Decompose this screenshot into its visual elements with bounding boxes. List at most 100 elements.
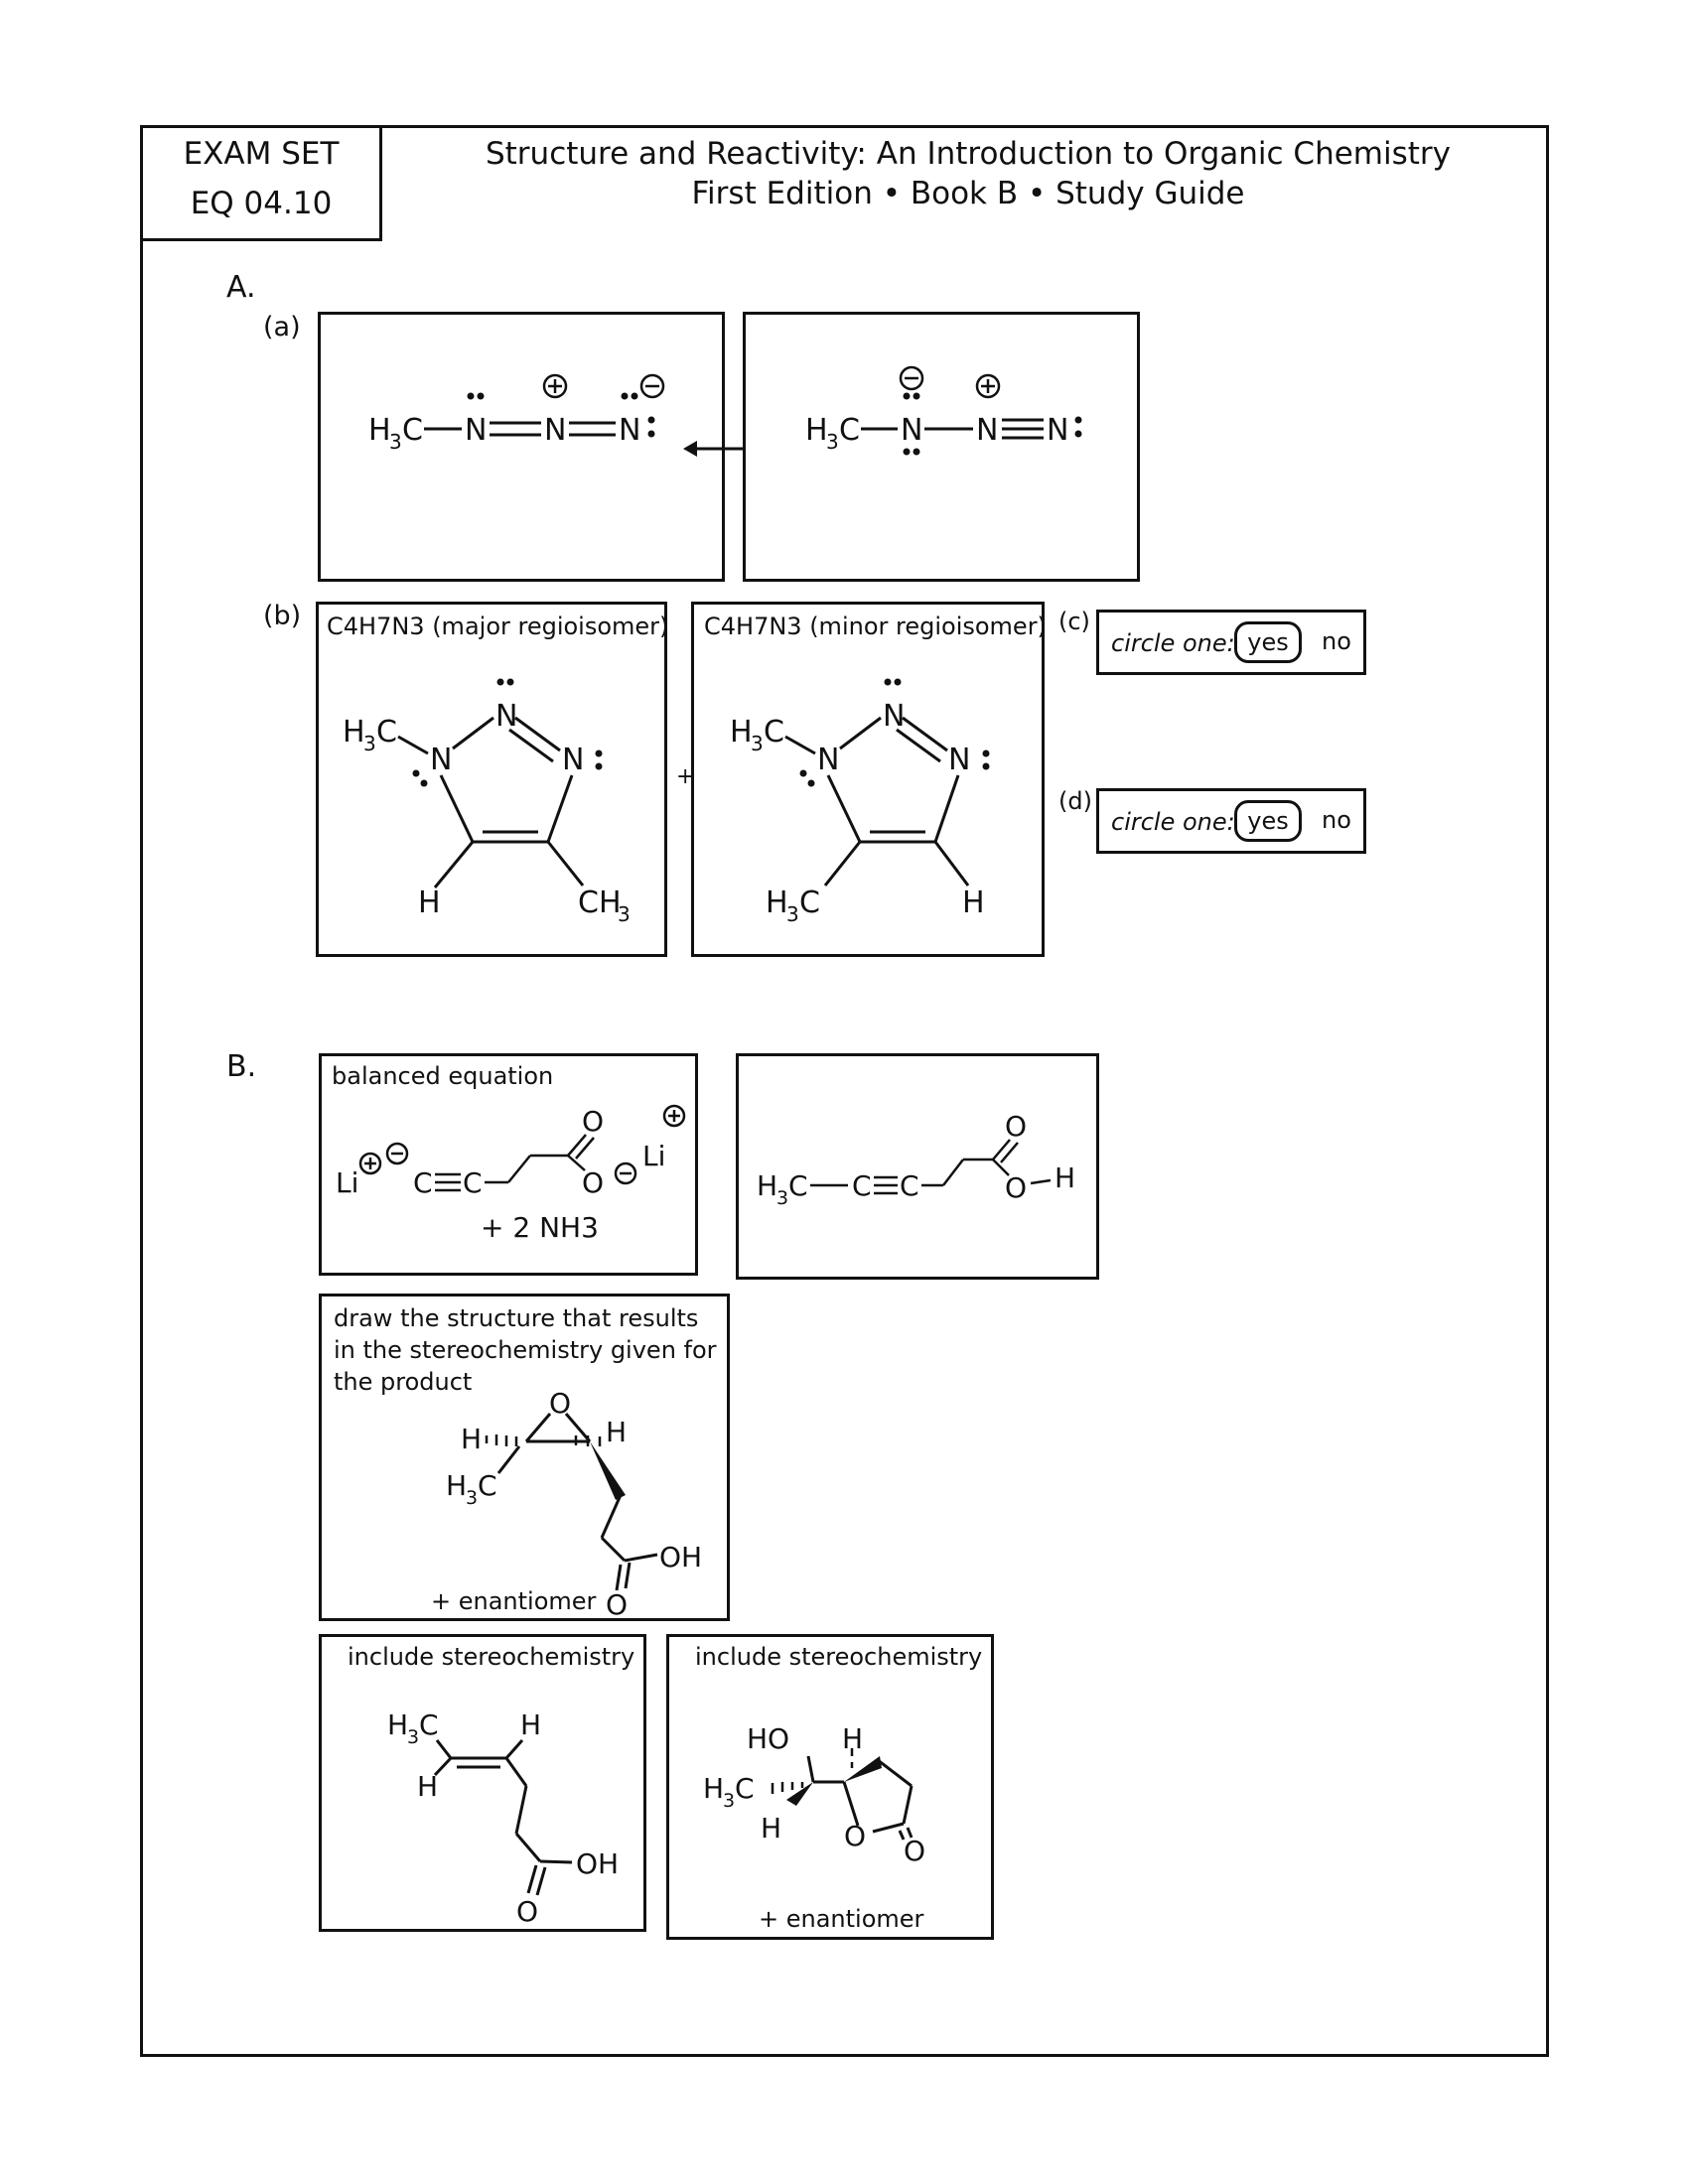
exam-code: EQ 04.10 — [190, 186, 333, 221]
part-c-label: (c) — [1058, 608, 1090, 635]
stereochemistry-caption-2: include stereochemistry — [695, 1643, 983, 1671]
svg-text:N: N — [1047, 413, 1068, 448]
svg-text:H: H — [520, 1708, 541, 1741]
epoxide-enantiomer-note: + enantiomer — [431, 1587, 597, 1615]
part-c-option-yes[interactable]: yes — [1234, 621, 1302, 663]
svg-text:N: N — [619, 413, 640, 448]
section-a-label: A. — [226, 270, 256, 305]
svg-text:O: O — [1005, 1171, 1027, 1204]
svg-text:H: H — [461, 1423, 482, 1455]
svg-text:O: O — [549, 1387, 571, 1420]
epoxide-instructions: draw the structure that results in the s… — [334, 1304, 717, 1396]
part-c-answer-box: circle one: yes no — [1096, 610, 1366, 675]
svg-text:3: 3 — [776, 1187, 788, 1209]
svg-text:3: 3 — [751, 732, 764, 755]
minor-regioisomer-caption: C4H7N3 (minor regioisomer) — [704, 613, 1047, 640]
part-d-prompt: circle one: — [1111, 808, 1235, 836]
svg-text:C: C — [839, 413, 860, 448]
svg-text:H: H — [368, 413, 391, 448]
svg-text:N: N — [430, 743, 452, 777]
page-subtitle: First Edition • Book B • Study Guide — [691, 176, 1245, 211]
svg-text:CH: CH — [578, 886, 622, 920]
svg-text:Li: Li — [336, 1166, 358, 1199]
svg-text:H: H — [962, 886, 985, 920]
svg-text:H: H — [606, 1416, 627, 1448]
svg-text:N: N — [976, 413, 998, 448]
svg-text:H: H — [761, 1812, 781, 1844]
regioisomer-plus-sign: + — [676, 764, 695, 789]
svg-text:N: N — [817, 743, 839, 777]
svg-text:C: C — [799, 886, 820, 920]
svg-text:H: H — [417, 1770, 438, 1803]
svg-text:H: H — [766, 886, 788, 920]
svg-text:O: O — [582, 1166, 604, 1199]
part-c-option-no[interactable]: no — [1322, 627, 1351, 655]
part-a-label: (a) — [263, 312, 301, 342]
svg-text:O: O — [1005, 1110, 1027, 1143]
svg-text:H: H — [418, 886, 441, 920]
part-b-label: (b) — [263, 601, 302, 631]
svg-text:O: O — [844, 1820, 866, 1852]
epoxide-box: draw the structure that results in the s… — [319, 1294, 730, 1621]
svg-text:H: H — [446, 1469, 467, 1502]
svg-text:3: 3 — [466, 1487, 478, 1509]
svg-text:C: C — [419, 1708, 439, 1741]
svg-text:O: O — [582, 1105, 604, 1138]
part-d-option-yes[interactable]: yes — [1234, 800, 1302, 842]
svg-text:OH: OH — [659, 1541, 702, 1573]
svg-text:C: C — [478, 1469, 497, 1502]
svg-text:N: N — [562, 743, 584, 777]
exam-set-box: EXAM SET EQ 04.10 — [140, 125, 382, 241]
svg-text:HO: HO — [747, 1722, 789, 1755]
svg-text:H: H — [805, 413, 828, 448]
svg-text:H: H — [757, 1169, 777, 1202]
svg-text:C: C — [413, 1166, 433, 1199]
svg-text:C: C — [764, 715, 784, 750]
svg-text:N: N — [495, 699, 517, 734]
svg-text:C: C — [463, 1166, 483, 1199]
exam-set-label: EXAM SET — [183, 136, 340, 172]
svg-text:3: 3 — [407, 1726, 419, 1748]
svg-text:3: 3 — [723, 1790, 735, 1812]
svg-text:O: O — [516, 1895, 538, 1928]
svg-text:N: N — [901, 413, 922, 448]
stereochemistry-caption-1: include stereochemistry — [348, 1643, 635, 1671]
svg-text:3: 3 — [786, 902, 799, 926]
svg-text:C: C — [900, 1169, 919, 1202]
svg-text:N: N — [465, 413, 487, 448]
svg-text:O: O — [904, 1835, 925, 1867]
part-d-label: (d) — [1058, 787, 1092, 815]
balanced-equation-byproduct: + 2 NH3 — [481, 1211, 599, 1244]
part-d-option-no[interactable]: no — [1322, 806, 1351, 834]
svg-text:H: H — [387, 1708, 408, 1741]
svg-text:H: H — [730, 715, 753, 750]
svg-text:O: O — [606, 1588, 628, 1618]
part-d-answer-box: circle one: yes no — [1096, 788, 1366, 854]
part-c-prompt: circle one: — [1111, 629, 1235, 657]
svg-text:3: 3 — [826, 430, 839, 454]
svg-text:H: H — [343, 715, 365, 750]
svg-text:3: 3 — [389, 430, 402, 454]
svg-text:3: 3 — [363, 732, 376, 755]
svg-text:C: C — [376, 715, 397, 750]
svg-text:C: C — [852, 1169, 872, 1202]
svg-text:N: N — [948, 743, 970, 777]
balanced-equation-caption: balanced equation — [332, 1062, 554, 1090]
